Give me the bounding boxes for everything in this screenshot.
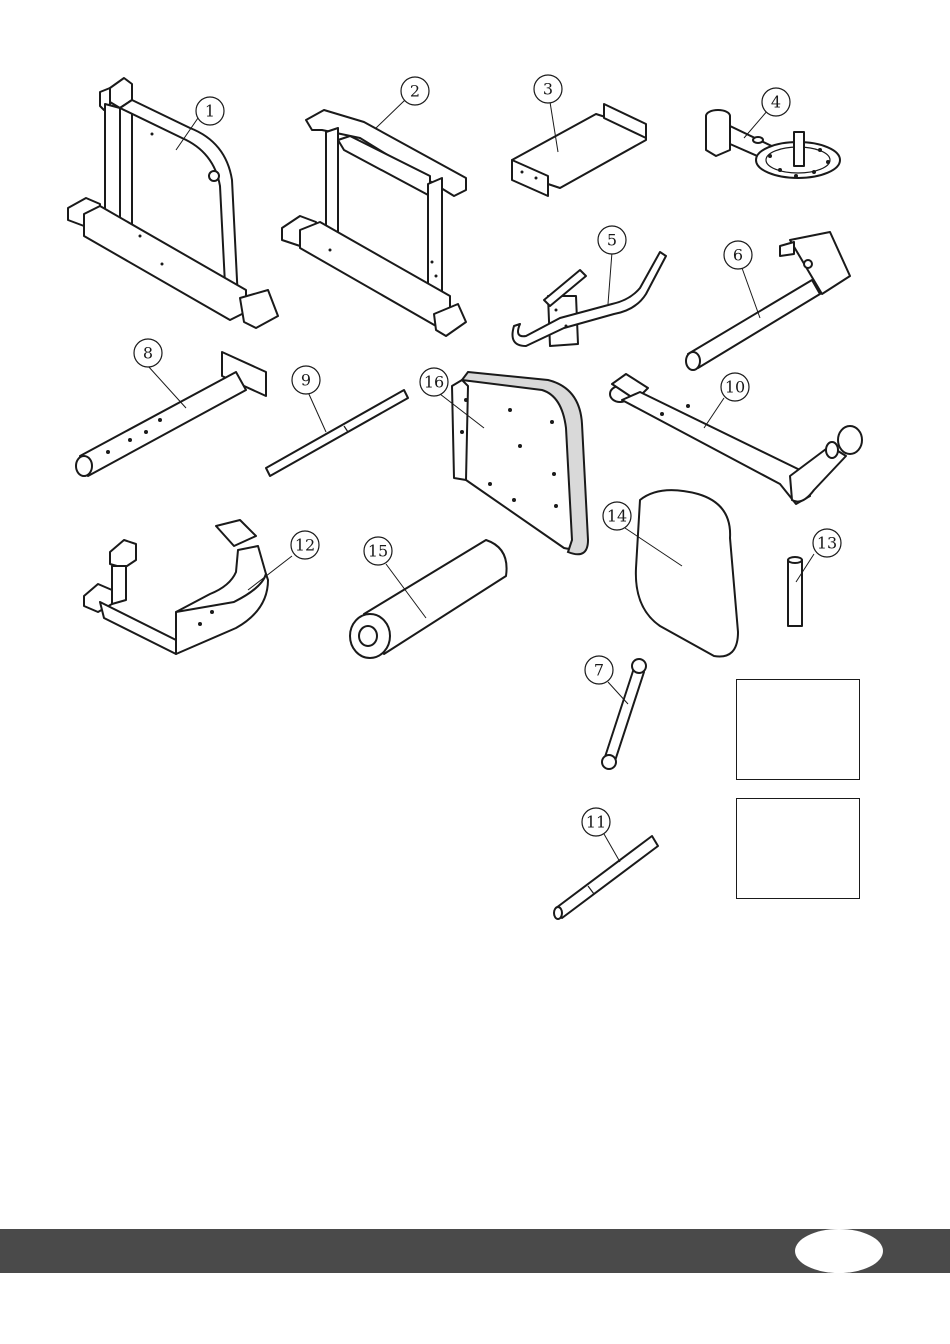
part-5-handle xyxy=(513,252,667,346)
callout-4: 4 xyxy=(762,88,790,116)
svg-text:12: 12 xyxy=(295,536,315,555)
callout-13: 13 xyxy=(813,529,841,557)
callout-16: 16 xyxy=(420,368,448,396)
leader-9 xyxy=(308,392,326,432)
callout-7: 7 xyxy=(585,656,613,684)
part-8-tube xyxy=(76,352,266,476)
leader-10 xyxy=(704,398,724,428)
callout-10: 10 xyxy=(721,373,749,401)
callout-12: 12 xyxy=(291,531,319,559)
svg-text:4: 4 xyxy=(771,93,781,112)
part-11-axle xyxy=(554,836,658,919)
part-13-spacer xyxy=(788,557,802,626)
blank-label-box-2 xyxy=(736,798,860,899)
svg-text:10: 10 xyxy=(725,378,745,397)
callout-3: 3 xyxy=(534,75,562,103)
leader-5 xyxy=(608,252,612,304)
callout-8: 8 xyxy=(134,339,162,367)
svg-text:7: 7 xyxy=(594,661,604,680)
leader-8 xyxy=(148,366,186,408)
part-1-main-frame xyxy=(68,78,278,328)
callout-1: 1 xyxy=(196,97,224,125)
svg-text:9: 9 xyxy=(301,371,311,390)
callout-5: 5 xyxy=(598,226,626,254)
part-14-back-pad xyxy=(636,490,738,656)
callout-2: 2 xyxy=(401,77,429,105)
part-9-rod xyxy=(266,390,408,476)
leader-11 xyxy=(604,834,620,862)
svg-text:1: 1 xyxy=(205,102,215,121)
callout-11: 11 xyxy=(582,808,610,836)
part-4-pivot xyxy=(706,110,840,178)
svg-text:14: 14 xyxy=(607,507,627,526)
callout-14: 14 xyxy=(603,502,631,530)
page-number-oval xyxy=(795,1229,883,1273)
svg-text:11: 11 xyxy=(586,813,606,832)
callout-6: 6 xyxy=(724,241,752,269)
leader-4 xyxy=(744,110,768,138)
svg-text:3: 3 xyxy=(543,80,553,99)
part-3-bracket xyxy=(512,104,646,196)
svg-text:6: 6 xyxy=(733,246,743,265)
svg-text:2: 2 xyxy=(410,82,420,101)
blank-label-box-1 xyxy=(736,679,860,780)
leader-2 xyxy=(376,100,405,128)
part-2-front-frame xyxy=(282,110,466,336)
callout-9: 9 xyxy=(292,366,320,394)
part-6-tube xyxy=(686,232,850,370)
svg-text:13: 13 xyxy=(817,534,837,553)
part-16-seat-board xyxy=(452,372,588,554)
svg-text:5: 5 xyxy=(607,231,617,250)
part-12-base xyxy=(84,520,268,654)
svg-text:15: 15 xyxy=(368,542,388,561)
svg-text:8: 8 xyxy=(143,344,153,363)
leader-6 xyxy=(742,268,760,318)
callout-15: 15 xyxy=(364,537,392,565)
svg-text:16: 16 xyxy=(424,373,444,392)
